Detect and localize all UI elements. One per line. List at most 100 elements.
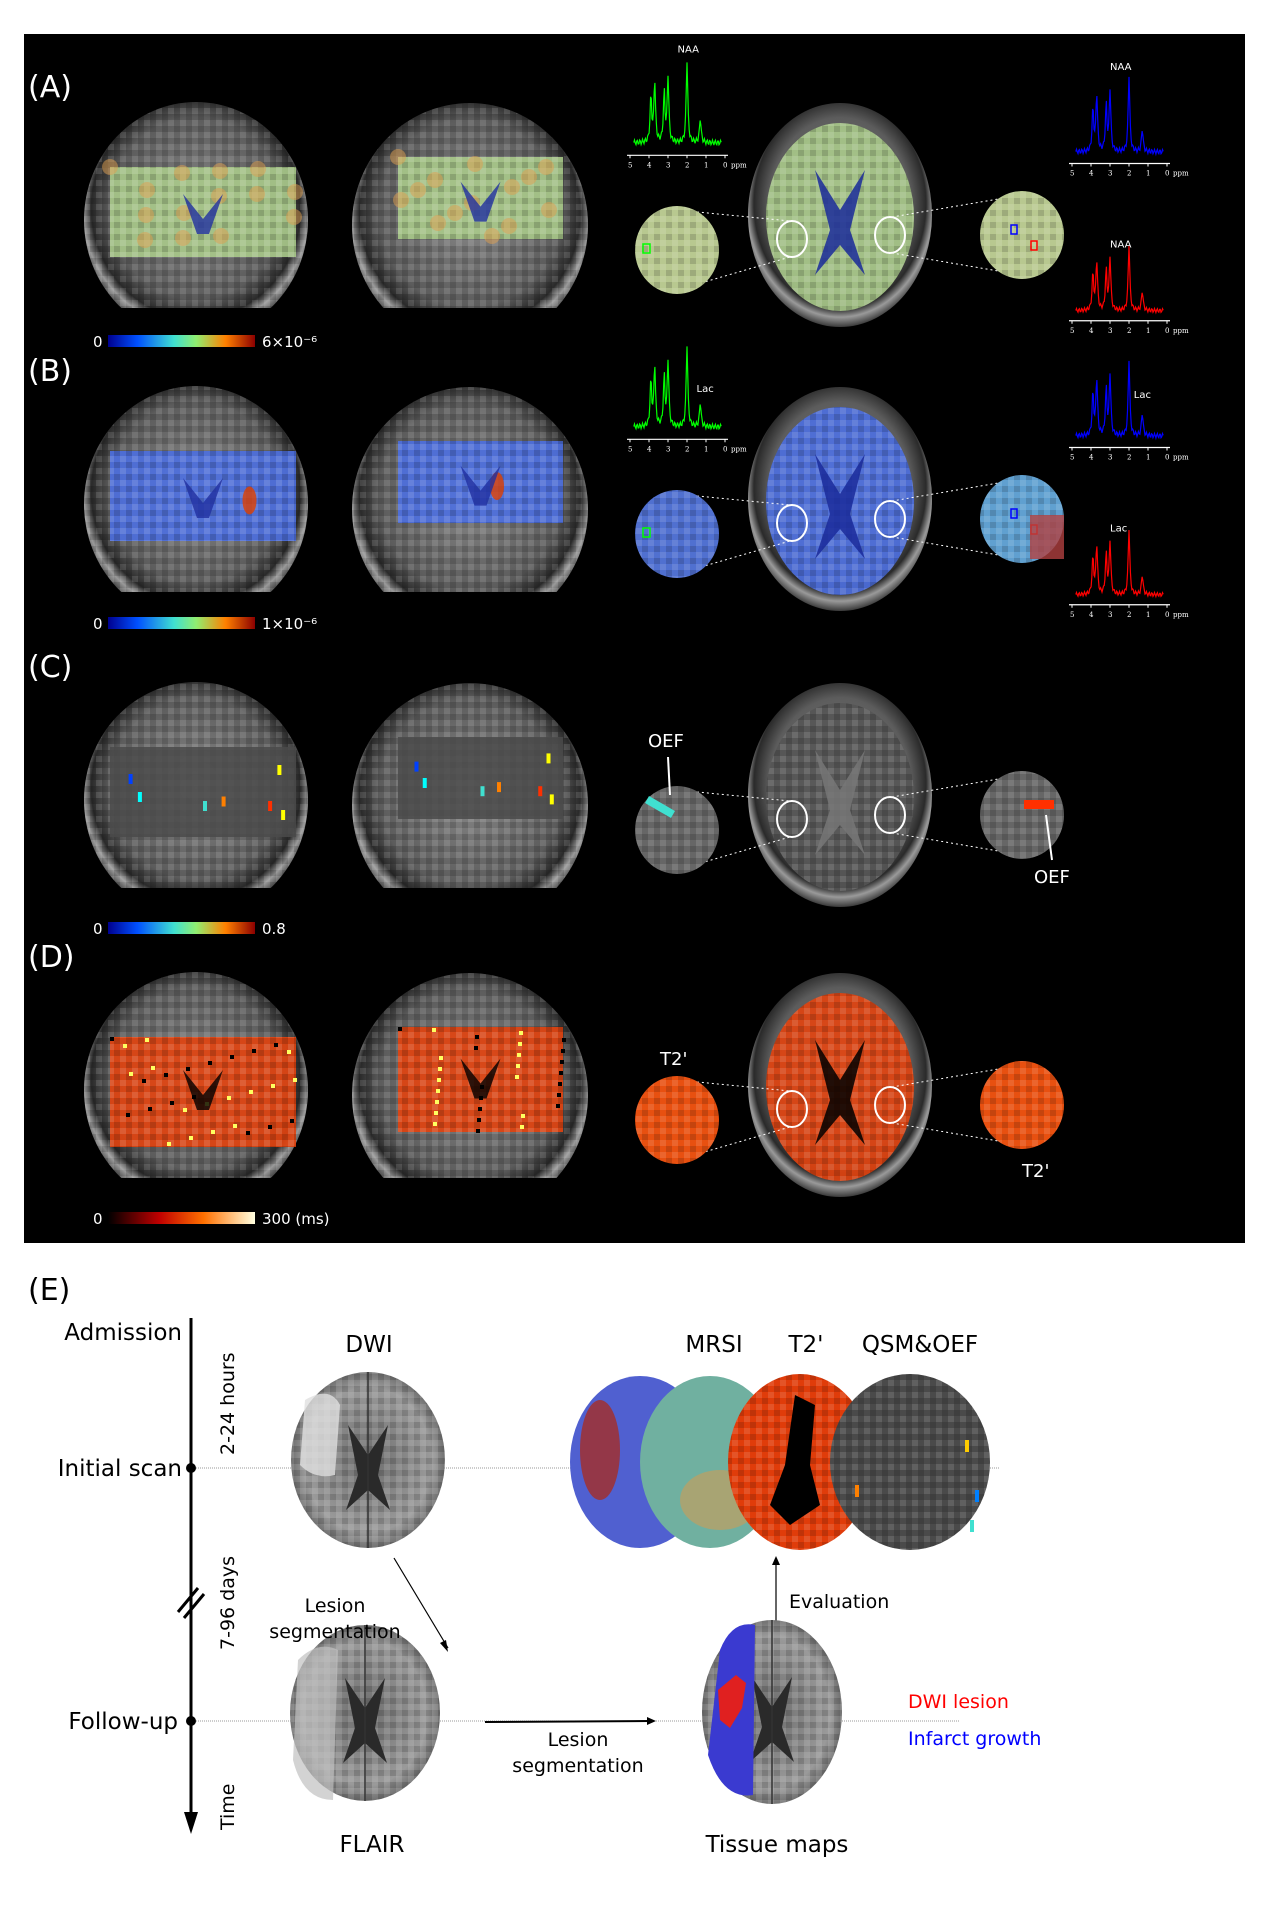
map-label-qsm-oef: QSM&OEF bbox=[862, 1332, 978, 1358]
map-hotspot bbox=[484, 228, 500, 244]
spectrum-line bbox=[1075, 529, 1164, 599]
axis-break-mark bbox=[182, 1593, 206, 1619]
ventricles bbox=[460, 465, 501, 506]
initial-scan-label: Initial scan bbox=[58, 1456, 182, 1482]
callout-label-right: T2' bbox=[1021, 1161, 1049, 1182]
coronal-overlay bbox=[110, 451, 296, 541]
ppm-tick-label: 5 bbox=[628, 445, 632, 453]
roi-circle-right bbox=[874, 1086, 906, 1124]
map-voxel bbox=[558, 1082, 562, 1086]
time-axis-label: Time bbox=[217, 1784, 239, 1832]
map-voxel bbox=[211, 1130, 215, 1134]
sagittal-overlay bbox=[398, 1027, 566, 1133]
map-voxel bbox=[559, 1071, 563, 1075]
voxel-marker-blue bbox=[1010, 224, 1018, 235]
oef-voxel bbox=[975, 1490, 979, 1502]
ventricles bbox=[460, 1058, 501, 1099]
map-voxel bbox=[145, 1038, 149, 1042]
map-voxel bbox=[517, 1053, 521, 1057]
voxel-marker-green bbox=[642, 243, 651, 254]
map-voxel bbox=[142, 1079, 146, 1083]
lesion-region bbox=[1030, 515, 1064, 559]
roi-circle-left bbox=[776, 220, 808, 258]
oef-voxel bbox=[221, 796, 226, 807]
axial-slice bbox=[748, 973, 932, 1197]
panel-label: (D) bbox=[28, 940, 75, 975]
ppm-tick-label: 4 bbox=[647, 161, 652, 169]
oef-voxel bbox=[480, 786, 485, 797]
oef-voxel bbox=[203, 801, 207, 811]
map-voxel bbox=[557, 1093, 561, 1097]
map-voxel bbox=[246, 1131, 250, 1135]
zoom-connector bbox=[676, 209, 791, 222]
panel-label: (B) bbox=[28, 354, 72, 389]
map-voxel bbox=[561, 1049, 565, 1053]
zoom-connector bbox=[676, 789, 791, 802]
colorbar-gradient bbox=[108, 1212, 255, 1224]
colorbar-min-label: 0 bbox=[93, 1210, 103, 1228]
map-hotspot bbox=[175, 230, 191, 246]
map-voxel bbox=[515, 1075, 519, 1079]
voxel-marker-green bbox=[642, 527, 651, 538]
stacked-maps bbox=[570, 1374, 990, 1550]
sagittal-slice bbox=[352, 683, 588, 888]
oef-voxel bbox=[497, 782, 501, 793]
map-voxel bbox=[562, 1038, 566, 1042]
map-voxel bbox=[435, 1100, 439, 1104]
map-voxel bbox=[432, 1028, 436, 1032]
segmentation-label-1-line-1: Lesion bbox=[305, 1595, 366, 1617]
zoomed-roi-texture bbox=[980, 771, 1064, 859]
map-hotspot bbox=[390, 149, 406, 165]
initial-scan-marker bbox=[186, 1463, 196, 1473]
map-voxel bbox=[477, 1118, 481, 1122]
map-voxel bbox=[516, 1064, 520, 1068]
map-voxel bbox=[164, 1073, 168, 1077]
legend-dwi-lesion: DWI lesion bbox=[908, 1691, 1009, 1713]
map-voxel bbox=[521, 1114, 525, 1118]
map-voxel bbox=[437, 1078, 441, 1082]
ppm-tick-label: 0 bbox=[723, 161, 727, 169]
peak-label: NAA bbox=[1110, 240, 1132, 251]
oef-voxel bbox=[970, 1520, 974, 1532]
ppm-tick-label: 3 bbox=[1108, 170, 1112, 178]
map-voxel bbox=[520, 1125, 524, 1129]
callout-arrow bbox=[667, 756, 671, 796]
colorbar-max-label: 0.8 bbox=[262, 920, 286, 938]
ppm-tick-label: 5 bbox=[1070, 170, 1074, 178]
map-voxel bbox=[476, 1129, 480, 1133]
spectrum-line bbox=[1075, 360, 1164, 441]
arrowhead bbox=[647, 1717, 656, 1725]
zoomed-roi-texture bbox=[980, 191, 1064, 279]
evaluation-label: Evaluation bbox=[789, 1591, 889, 1613]
map-hotspot bbox=[521, 169, 537, 185]
map-label-t2prime: T2' bbox=[787, 1332, 823, 1358]
flair-label: FLAIR bbox=[339, 1832, 404, 1858]
admission-label: Admission bbox=[64, 1320, 182, 1346]
tissue-maps-label: Tissue maps bbox=[705, 1832, 849, 1858]
map-voxel bbox=[123, 1044, 127, 1048]
coronal-overlay bbox=[102, 159, 303, 257]
colorbar-min-label: 0 bbox=[93, 333, 103, 351]
colorbar-min-label: 0 bbox=[93, 615, 103, 633]
ppm-tick-label: 3 bbox=[1108, 327, 1112, 335]
spectrum-line bbox=[1075, 76, 1164, 157]
oef-voxel bbox=[538, 786, 543, 797]
oef-hotspot bbox=[645, 796, 675, 818]
map-voxel bbox=[519, 1031, 523, 1035]
oef-hotspot bbox=[1024, 800, 1054, 809]
ppm-tick-label: 2 bbox=[1127, 170, 1131, 178]
map-voxel bbox=[189, 1136, 193, 1140]
map-texture bbox=[398, 157, 563, 239]
map-voxel bbox=[170, 1101, 174, 1105]
map-voxel bbox=[183, 1108, 187, 1112]
colorbar-max-label: 300 (ms) bbox=[262, 1210, 330, 1228]
map-hotspot bbox=[174, 165, 190, 181]
map-hotspot bbox=[213, 228, 229, 244]
oef-voxel bbox=[546, 753, 551, 764]
map-voxel bbox=[560, 1060, 564, 1064]
segmentation-label-2-line-2: segmentation bbox=[512, 1755, 643, 1777]
